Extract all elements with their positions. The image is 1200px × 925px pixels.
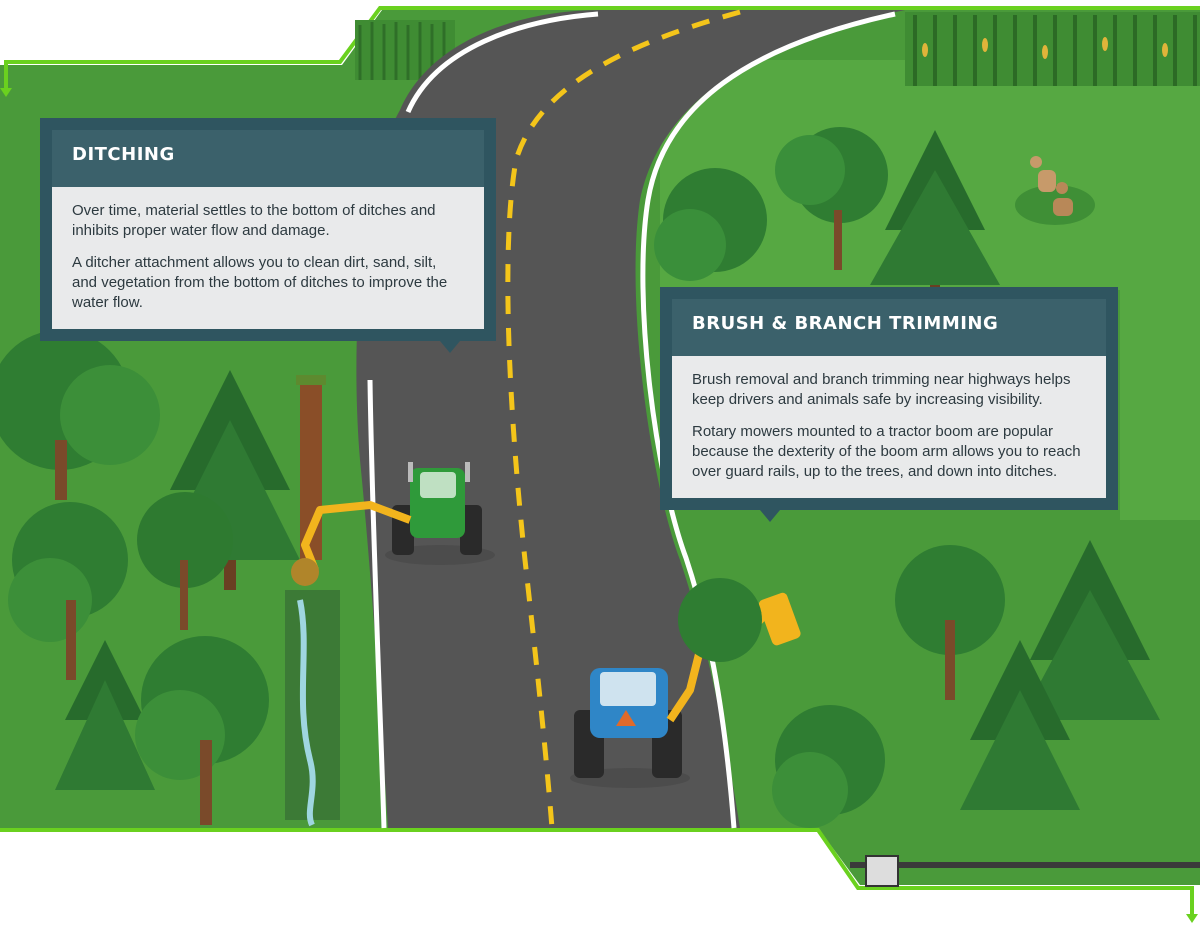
guard-rail bbox=[850, 855, 1200, 887]
ditch-water-icon bbox=[285, 590, 340, 827]
ditcher-attachment-icon bbox=[291, 501, 412, 586]
deer-icon bbox=[1015, 156, 1095, 225]
pine-tree-icon bbox=[1020, 540, 1160, 720]
brush-trimming-info-card: BRUSH & BRANCH TRIMMING Brush removal an… bbox=[660, 287, 1118, 522]
lane-center-line bbox=[505, 9, 741, 829]
tree-icon bbox=[772, 705, 885, 828]
frame-arrow-bottom-right bbox=[1186, 914, 1198, 923]
tree-icon bbox=[135, 636, 269, 825]
ditching-paragraph-2: A ditcher attachment allows you to clean… bbox=[72, 254, 448, 311]
blue-tractor-icon bbox=[570, 668, 690, 788]
tree-icon bbox=[8, 502, 128, 680]
frame-line-top bbox=[4, 6, 1200, 92]
brush-paragraph-1: Brush removal and branch trimming near h… bbox=[692, 371, 1071, 408]
brush-paragraph-2: Rotary mowers mounted to a tractor boom … bbox=[692, 423, 1081, 480]
tree-icon bbox=[678, 545, 1005, 700]
brush-card-pointer bbox=[760, 510, 780, 522]
tree-icon bbox=[654, 168, 767, 281]
tree-icon bbox=[137, 492, 233, 630]
road-edge-left bbox=[367, 11, 599, 829]
tree-icon bbox=[0, 330, 160, 500]
ditching-card-pointer bbox=[440, 341, 460, 353]
tree-icon bbox=[775, 127, 888, 270]
brush-card-body: Brush removal and branch trimming near h… bbox=[672, 356, 1106, 498]
brush-card-title: BRUSH & BRANCH TRIMMING bbox=[672, 299, 1106, 356]
ditching-info-card: DITCHING Over time, material settles to … bbox=[40, 118, 496, 353]
frame-arrow-top-left bbox=[0, 88, 12, 97]
ditching-card-body: Over time, material settles to the botto… bbox=[52, 187, 484, 329]
pine-tree-icon bbox=[55, 640, 155, 790]
ditching-paragraph-1: Over time, material settles to the botto… bbox=[72, 202, 436, 239]
pine-tree-icon bbox=[960, 640, 1080, 810]
frame-line-bottom bbox=[0, 828, 1194, 918]
corn-field-right bbox=[905, 12, 1200, 86]
ditching-card-title: DITCHING bbox=[52, 130, 484, 187]
